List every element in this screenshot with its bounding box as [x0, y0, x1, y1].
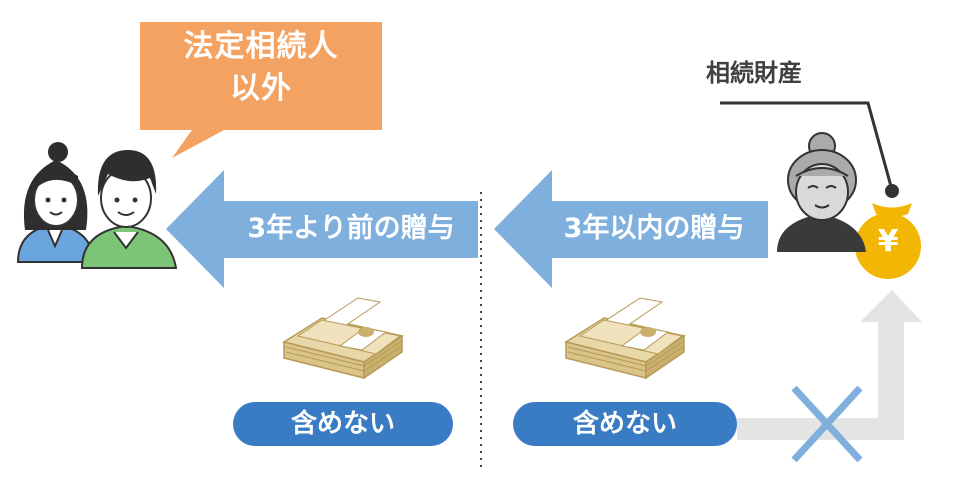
- cash-stack-left-icon: [282, 297, 404, 380]
- cross-icon: [791, 385, 863, 463]
- estate-label: 相続財産: [706, 59, 802, 87]
- money-bag-icon: [855, 203, 921, 279]
- estate-leader-line: [720, 101, 899, 198]
- man-icon: [80, 150, 178, 269]
- arrow-before-3-years-label: 3年より前の贈与: [247, 213, 455, 244]
- yen-symbol: ¥: [877, 224, 899, 259]
- non-heir-label: 法定相続人 以外: [140, 26, 382, 110]
- gray-l-arrow: [737, 290, 922, 440]
- speech-bubble: [140, 22, 382, 158]
- arrow-before-3-years: [166, 170, 478, 288]
- elderly-woman-icon: [777, 132, 866, 252]
- arrow-within-3-years: [494, 170, 768, 288]
- exclude-pill-right: 含めない: [513, 402, 737, 446]
- woman-icon: [16, 142, 96, 263]
- cash-stack-right-icon: [564, 297, 686, 380]
- non-heir-label-line2: 以外: [230, 71, 292, 106]
- arrow-within-3-years-label: 3年以内の贈与: [563, 213, 745, 244]
- exclude-pill-left: 含めない: [233, 402, 453, 446]
- non-heir-label-line1: 法定相続人: [183, 29, 339, 64]
